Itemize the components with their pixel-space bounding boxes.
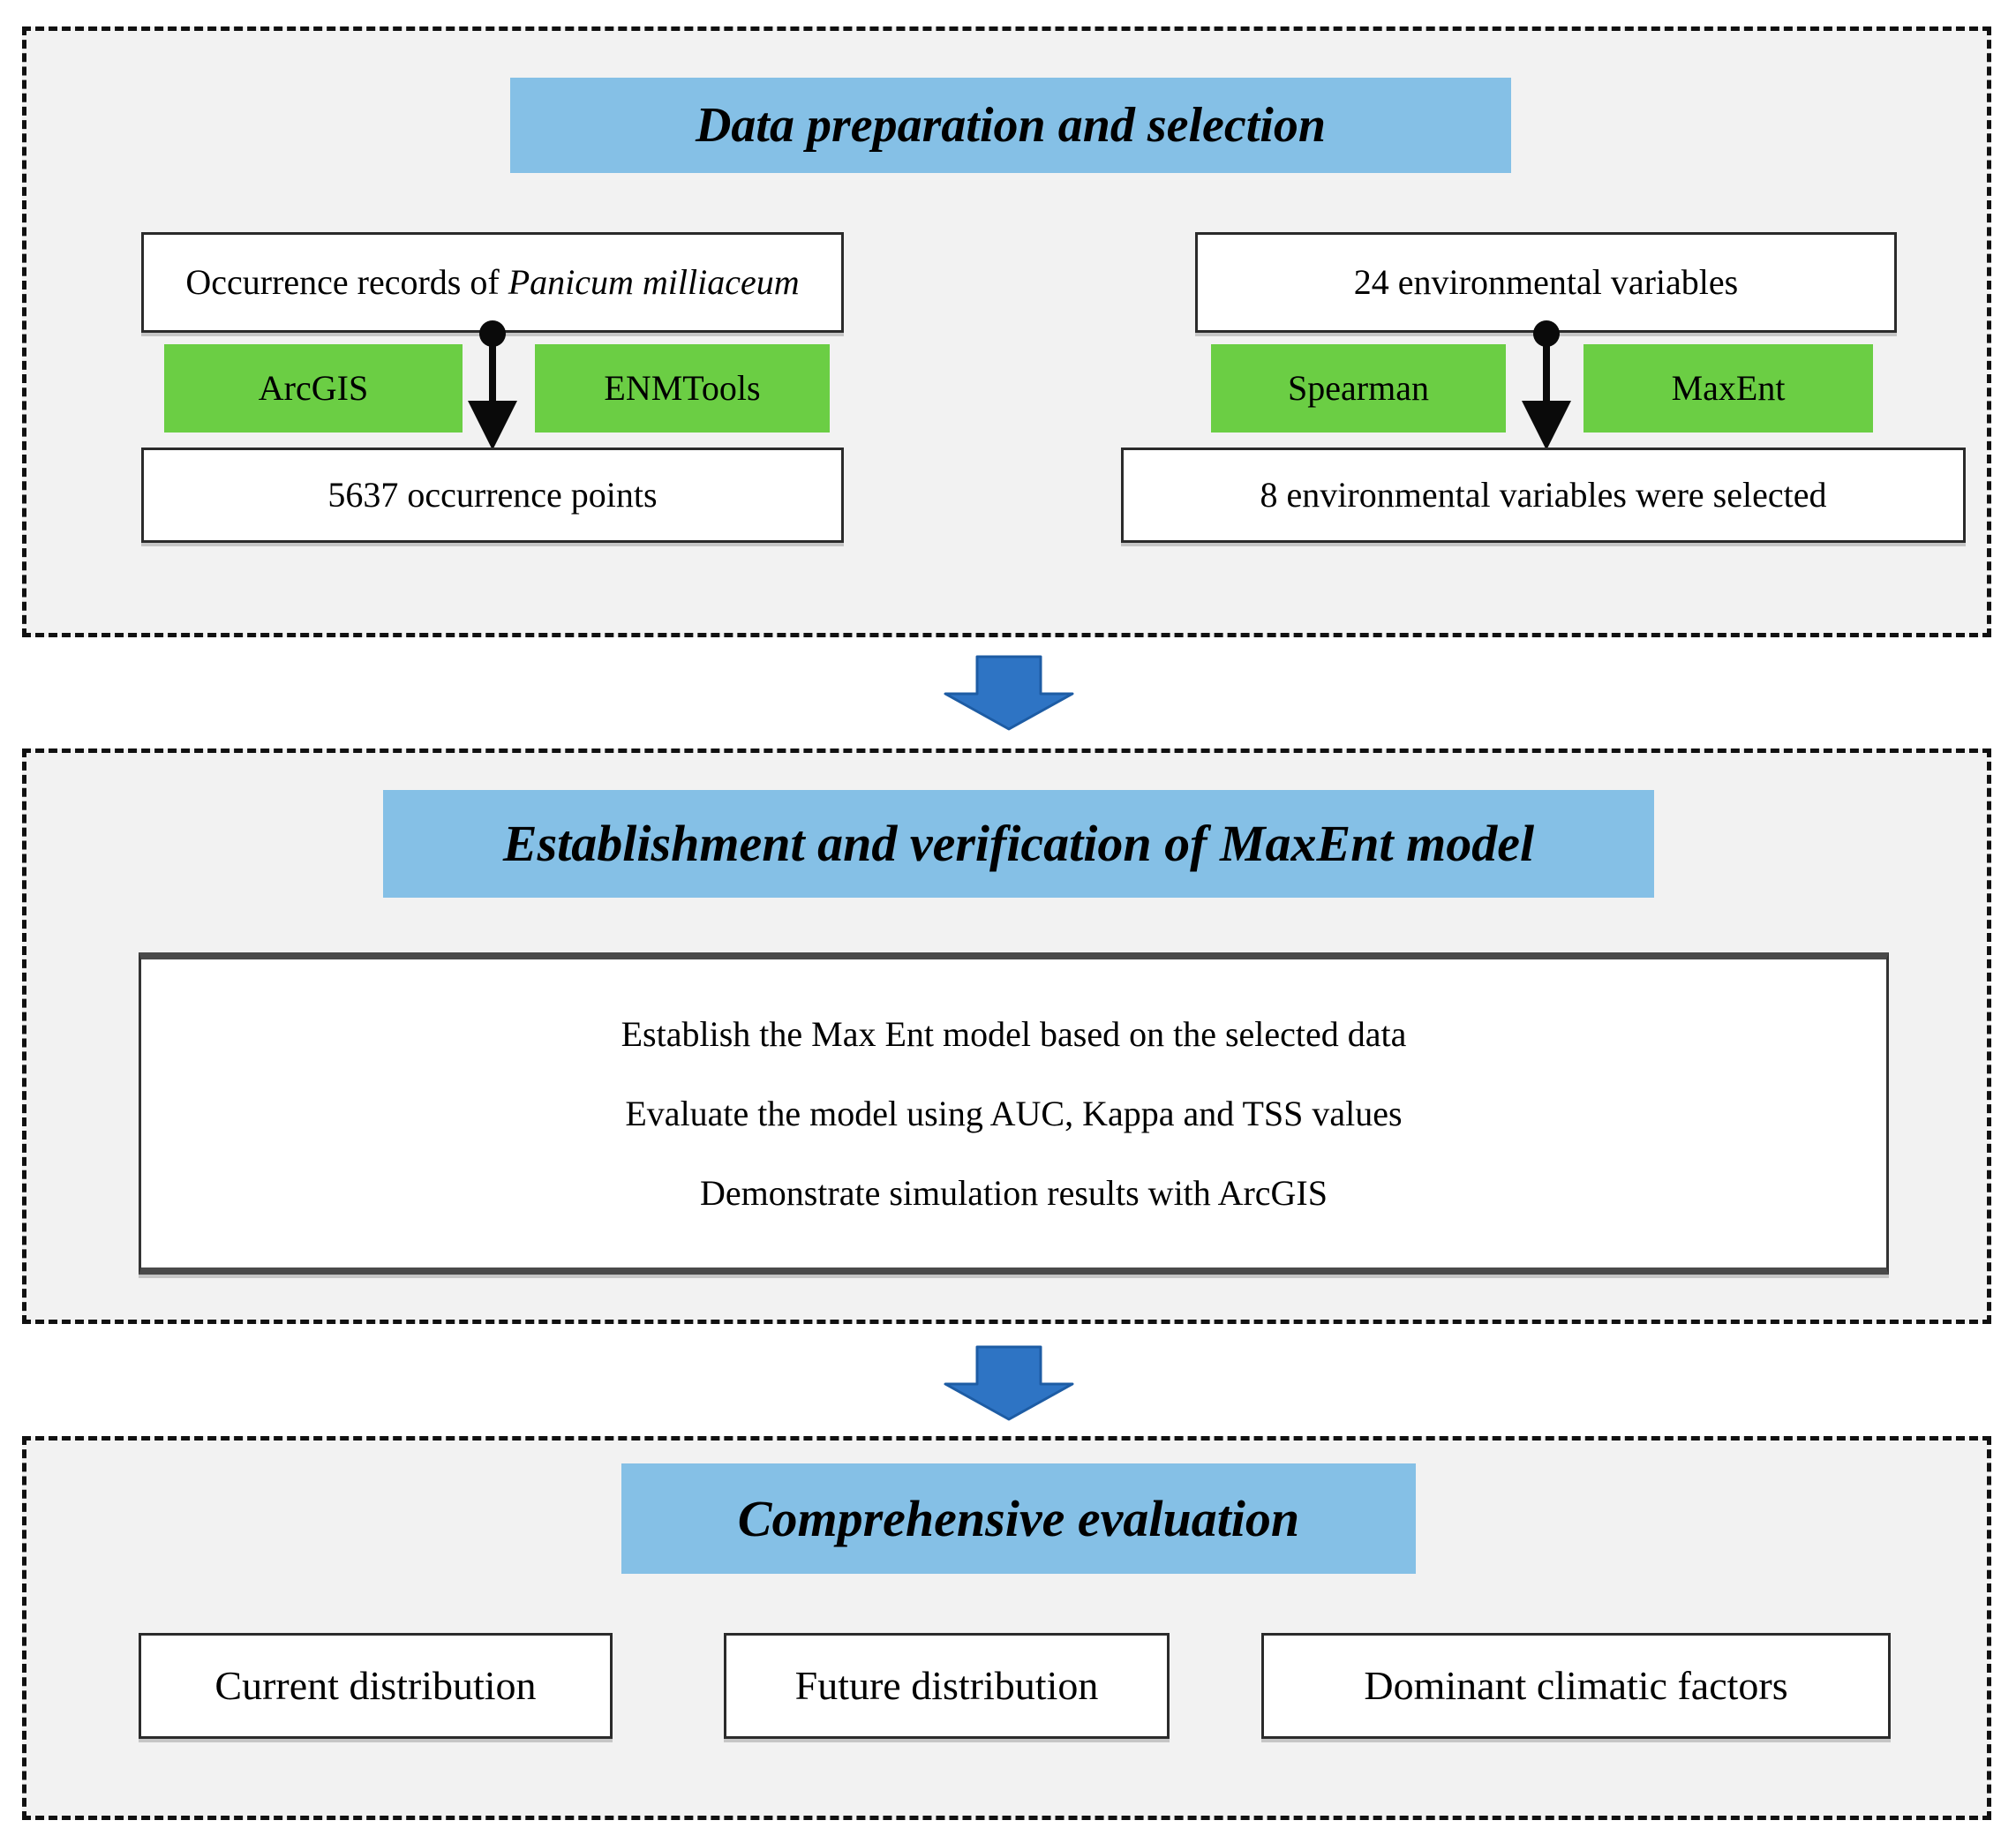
maxent-tool-chip: MaxEnt <box>1583 344 1873 433</box>
dominant-climatic-factors-box: Dominant climatic factors <box>1261 1633 1891 1739</box>
maxent-label: MaxEnt <box>1671 368 1786 408</box>
down-arrow-1-icon <box>944 655 1074 731</box>
arcgis-tool-chip: ArcGIS <box>164 344 463 433</box>
model-step-3: Demonstrate simulation results with ArcG… <box>699 1172 1328 1213</box>
current-distribution-box: Current distribution <box>139 1633 613 1739</box>
down-arrow-2-icon <box>944 1345 1074 1421</box>
occurrence-records-box: Occurrence records of Panicum milliaceum <box>141 232 844 333</box>
environmental-variables-label: 24 environmental variables <box>1353 262 1739 302</box>
occurrence-points-box: 5637 occurrence points <box>141 448 844 543</box>
comprehensive-evaluation-title: Comprehensive evaluation <box>621 1463 1416 1574</box>
model-step-2: Evaluate the model using AUC, Kappa and … <box>625 1093 1403 1133</box>
connector-arrow-left-icon <box>468 320 517 450</box>
environmental-variables-box: 24 environmental variables <box>1195 232 1897 333</box>
spearman-tool-chip: Spearman <box>1211 344 1506 433</box>
model-steps-box: Establish the Max Ent model based on the… <box>139 952 1889 1275</box>
dominant-climatic-factors-label: Dominant climatic factors <box>1364 1662 1788 1708</box>
model-step-1: Establish the Max Ent model based on the… <box>621 1013 1407 1054</box>
model-establishment-title: Establishment and verification of MaxEnt… <box>383 790 1654 898</box>
occurrence-points-label: 5637 occurrence points <box>327 475 658 515</box>
occurrence-records-label: Occurrence records of Panicum milliaceum <box>185 262 800 302</box>
data-preparation-title-text: Data preparation and selection <box>695 98 1327 153</box>
species-name: Panicum milliaceum <box>508 262 800 302</box>
arcgis-label: ArcGIS <box>258 368 369 408</box>
future-distribution-label: Future distribution <box>794 1662 1099 1708</box>
connector-arrow-right-icon <box>1522 320 1571 450</box>
spearman-label: Spearman <box>1288 368 1429 408</box>
selected-variables-label: 8 environmental variables were selected <box>1260 475 1827 515</box>
data-preparation-title: Data preparation and selection <box>510 78 1511 173</box>
selected-variables-box: 8 environmental variables were selected <box>1121 448 1966 543</box>
model-establishment-title-text: Establishment and verification of MaxEnt… <box>502 815 1535 872</box>
comprehensive-evaluation-title-text: Comprehensive evaluation <box>737 1489 1300 1547</box>
enmtools-label: ENMTools <box>604 368 761 408</box>
current-distribution-label: Current distribution <box>214 1662 537 1708</box>
enmtools-tool-chip: ENMTools <box>535 344 830 433</box>
future-distribution-box: Future distribution <box>724 1633 1170 1739</box>
